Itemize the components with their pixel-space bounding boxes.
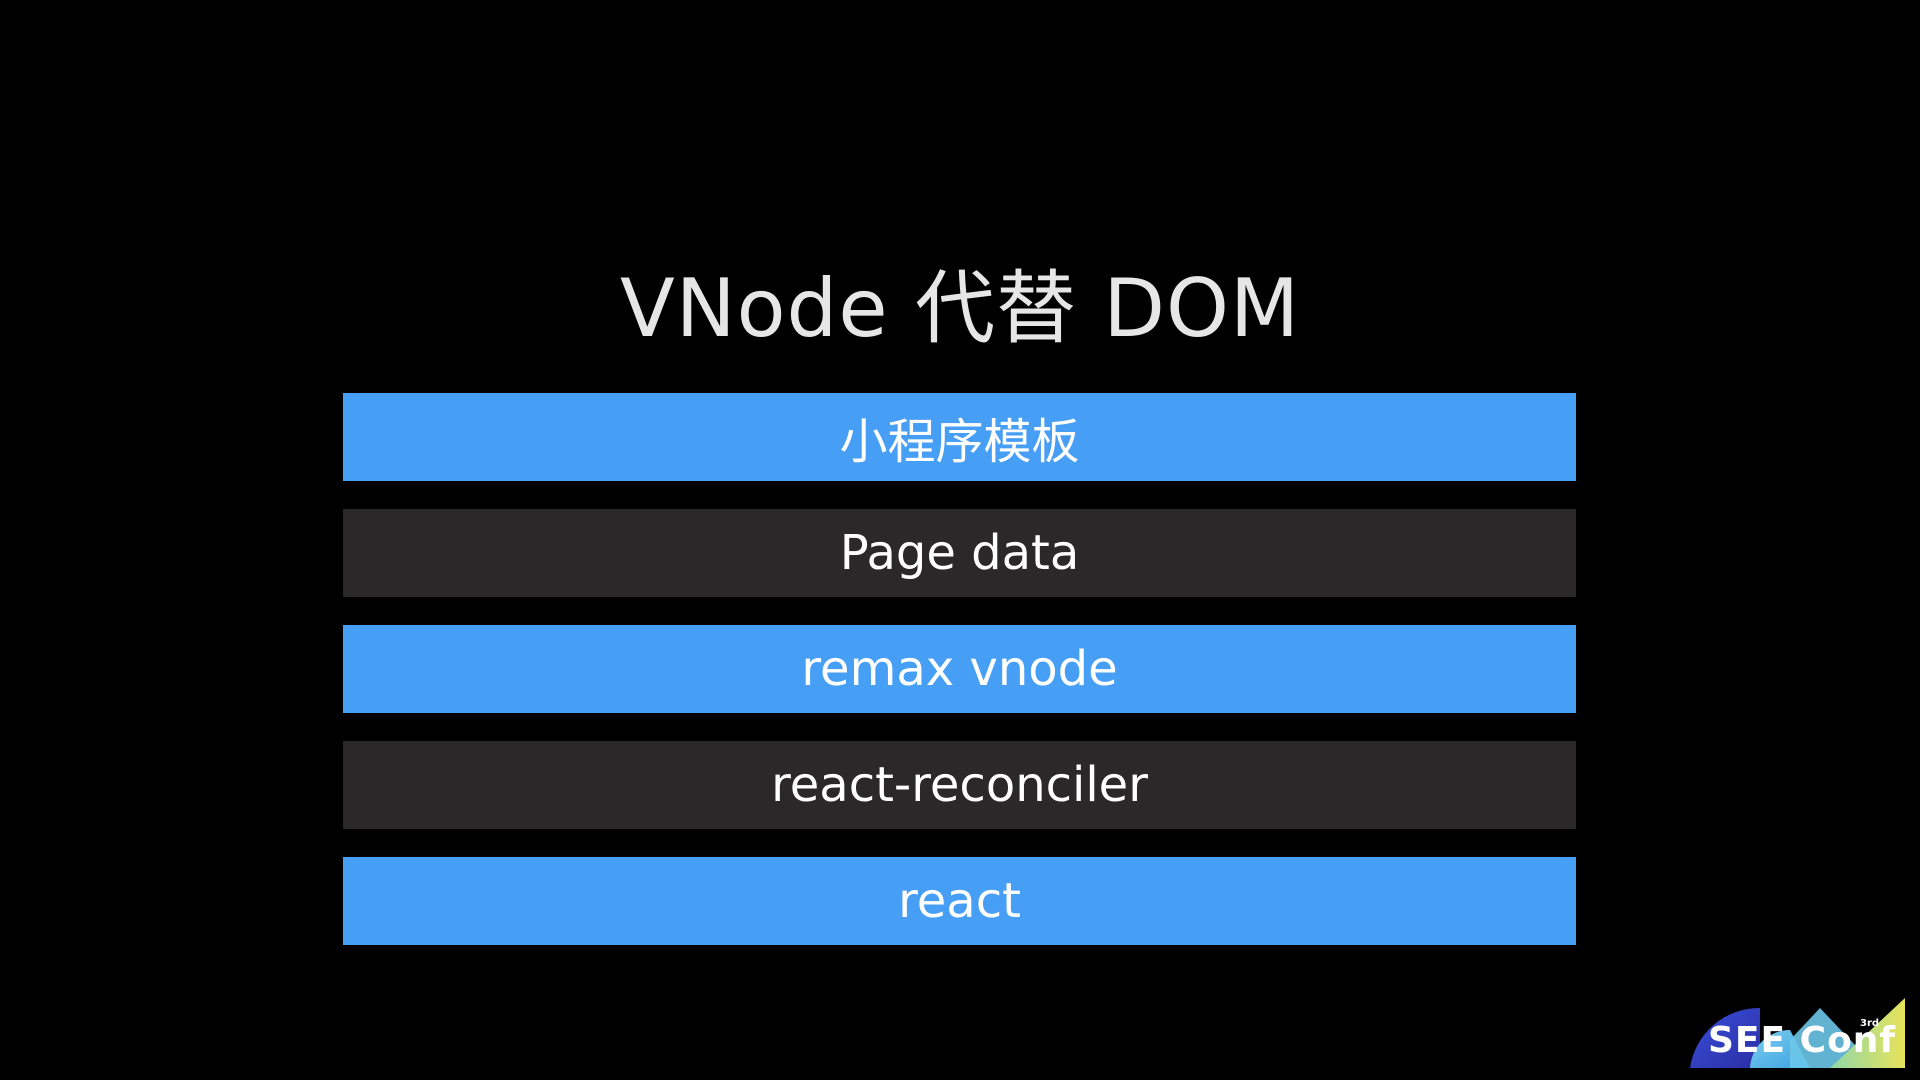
logo-text: SEE Conf <box>1708 1020 1897 1061</box>
slide-title: VNode 代替 DOM <box>620 262 1300 355</box>
layer-stack: 小程序模板 Page data remax vnode react-reconc… <box>343 393 1576 945</box>
layer-remax-vnode: remax vnode <box>343 625 1576 713</box>
layer-react-reconciler: react-reconciler <box>343 741 1576 829</box>
layer-page-data: Page data <box>343 509 1576 597</box>
layer-react: react <box>343 857 1576 945</box>
seeconf-logo: SEE Conf 3rd <box>1680 990 1910 1068</box>
logo-edition: 3rd <box>1860 1018 1880 1029</box>
layer-miniprogram-template: 小程序模板 <box>343 393 1576 481</box>
seeconf-logo-shapes <box>1690 998 1905 1068</box>
